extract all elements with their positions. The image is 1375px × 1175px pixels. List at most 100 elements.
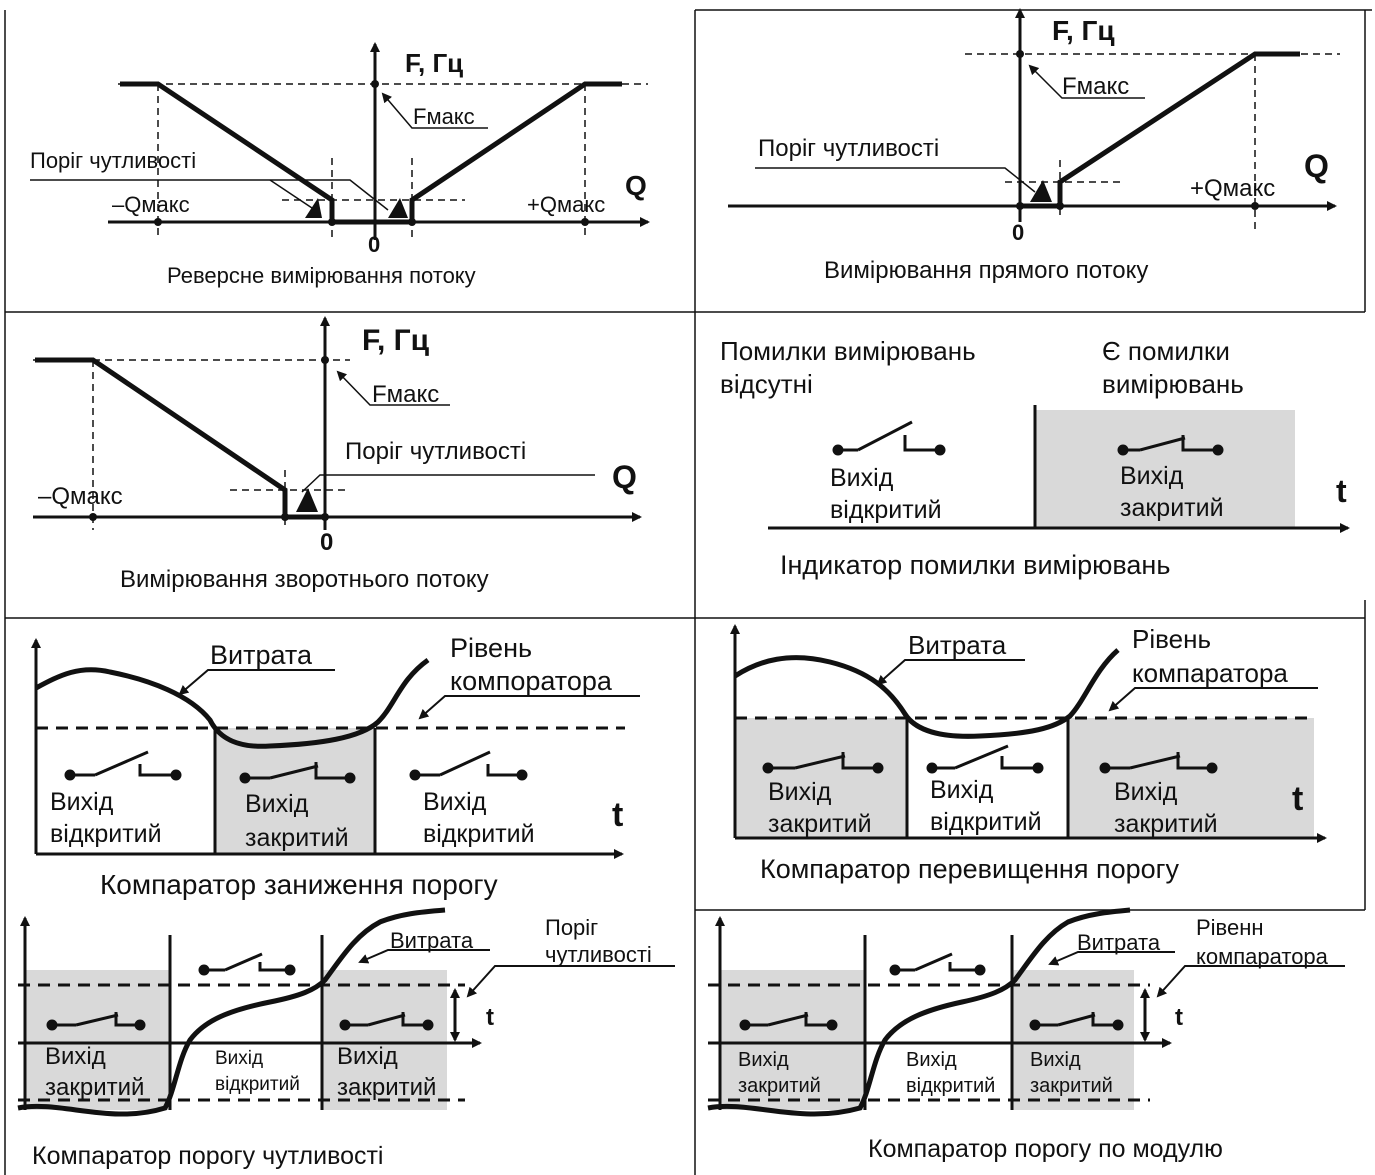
f-axis-label: F, Гц [362,324,430,357]
point-marker [89,513,97,521]
transfer-curve [35,357,325,520]
switch-open-icon [832,420,946,456]
q-axis-label: Q [625,170,647,201]
flow-label: Витрата [1077,930,1161,955]
output-label: закритий [768,810,872,838]
pos-qmax-label: +Qмакс [1190,175,1275,202]
output-label: Вихід [906,1049,957,1071]
panel-borders [4,9,1372,1175]
point-marker [281,513,289,521]
switch-open-icon [198,952,296,976]
switch-closed-icon [739,1012,838,1031]
output-label: Вихід [423,788,487,816]
output-label: Вихід [1114,778,1178,806]
fmax-leader [336,370,450,406]
switch-closed-icon [1029,1012,1124,1031]
panel-error-indicator: Помилки вимірювань відсутні Є помилки ви… [720,336,1350,580]
flow-curve [34,657,430,749]
level-leader [1108,687,1318,712]
output-label: відкритий [930,808,1042,836]
output-label: Вихід [50,788,114,816]
switch-open-icon [926,744,1044,774]
fmax-leader [1028,64,1145,99]
panel-modulus: Витрата Рівенн компаратора Вихід закрити… [707,907,1345,1163]
output-label: Вихід [1030,1049,1081,1071]
flow-curve [707,907,1131,1117]
panel-caption: Компаратор порогу чутливості [32,1142,383,1170]
switch-open-icon [64,750,182,781]
t-axis-label: t [612,796,623,834]
output-label: Вихід [45,1043,106,1070]
output-closed-label: закритий [1120,494,1224,522]
flow-label: Витрата [210,640,313,670]
output-label: закритий [337,1074,436,1101]
switch-closed-icon [762,752,884,774]
output-open-label: відкритий [830,496,942,524]
t-axis-label: t [1292,780,1303,818]
output-label: Вихід [768,778,832,806]
output-label: Вихід [245,790,309,818]
switch-closed-icon [46,1012,146,1031]
closed-zone [25,970,170,1110]
leader-line [30,179,389,211]
output-label: Вихід [215,1048,263,1069]
switch-closed-icon [339,1012,434,1031]
point-marker [1016,202,1024,210]
point-marker [371,80,379,88]
closed-zone [215,728,375,854]
pos-qmax-label: +Qмакс [527,192,605,217]
level-label: Рівень [1132,624,1211,654]
threshold-label: Поріг чутливості [30,148,196,173]
point-marker [581,218,589,226]
panel-under-threshold: Витрата Рівень компоратора Вихід відкрит… [31,633,640,900]
switch-open-icon [889,952,986,976]
level-label: Рівенн [1196,915,1264,940]
flow-curve [733,648,1120,739]
panel-caption: Вимірювання зворотнього потоку [120,566,489,593]
output-label: закритий [1030,1075,1113,1097]
point-marker [1251,202,1259,210]
point-marker [1056,202,1064,210]
q-axis-label: Q [612,459,637,495]
point-marker [321,513,329,521]
no-errors-label: відсутні [720,369,813,399]
zero-label: 0 [1012,220,1024,245]
t-axis-label: t [1175,1004,1183,1031]
output-label: відкритий [215,1074,300,1095]
level-label: Рівень [450,633,532,663]
fmax-label: Fмакс [1062,73,1129,100]
panel-reverse: F, Гц Fмакс Поріг чутливості –Qмакс +Qма… [30,42,650,288]
threshold-marker [305,198,322,218]
level-label: компаратора [1196,944,1329,969]
closed-zone [1012,970,1134,1110]
output-label: закритий [738,1075,821,1097]
panel-caption: Індикатор помилки вимірювань [780,550,1170,580]
panel-over-threshold: Витрата Рівень компаратора Вихід закрити… [730,624,1327,884]
fmax-label: Fмакс [413,104,475,129]
panel-sensitivity: Витрата Поріг чутливості Вихід закритий … [17,907,675,1170]
neg-qmax-label: –Qмакс [112,192,190,217]
threshold-marker [388,198,408,218]
f-axis-label: F, Гц [1052,15,1115,46]
point-marker [328,218,336,226]
flow-leader [178,669,335,696]
threshold-label: Поріг чутливості [758,135,939,162]
threshold-label: чутливості [545,942,652,967]
threshold-label: Поріг [545,915,598,940]
panel-caption: Реверсне вимірювання потоку [167,263,476,288]
threshold-marker [296,488,318,512]
output-label: Вихід [930,776,994,804]
t-axis-label: t [486,1004,494,1031]
output-label: відкритий [423,820,535,848]
output-closed-label: Вихід [1120,462,1184,490]
errors-label: Є помилки [1102,336,1230,366]
flow-label: Витрата [908,630,1007,660]
zero-label: 0 [320,529,333,556]
output-label: Вихід [337,1043,398,1070]
output-label: закритий [1114,810,1218,838]
threshold-marker [1030,180,1052,202]
fmax-label: Fмакс [372,381,439,408]
switch-open-icon [409,750,528,781]
f-axis-label: F, Гц [405,48,463,78]
